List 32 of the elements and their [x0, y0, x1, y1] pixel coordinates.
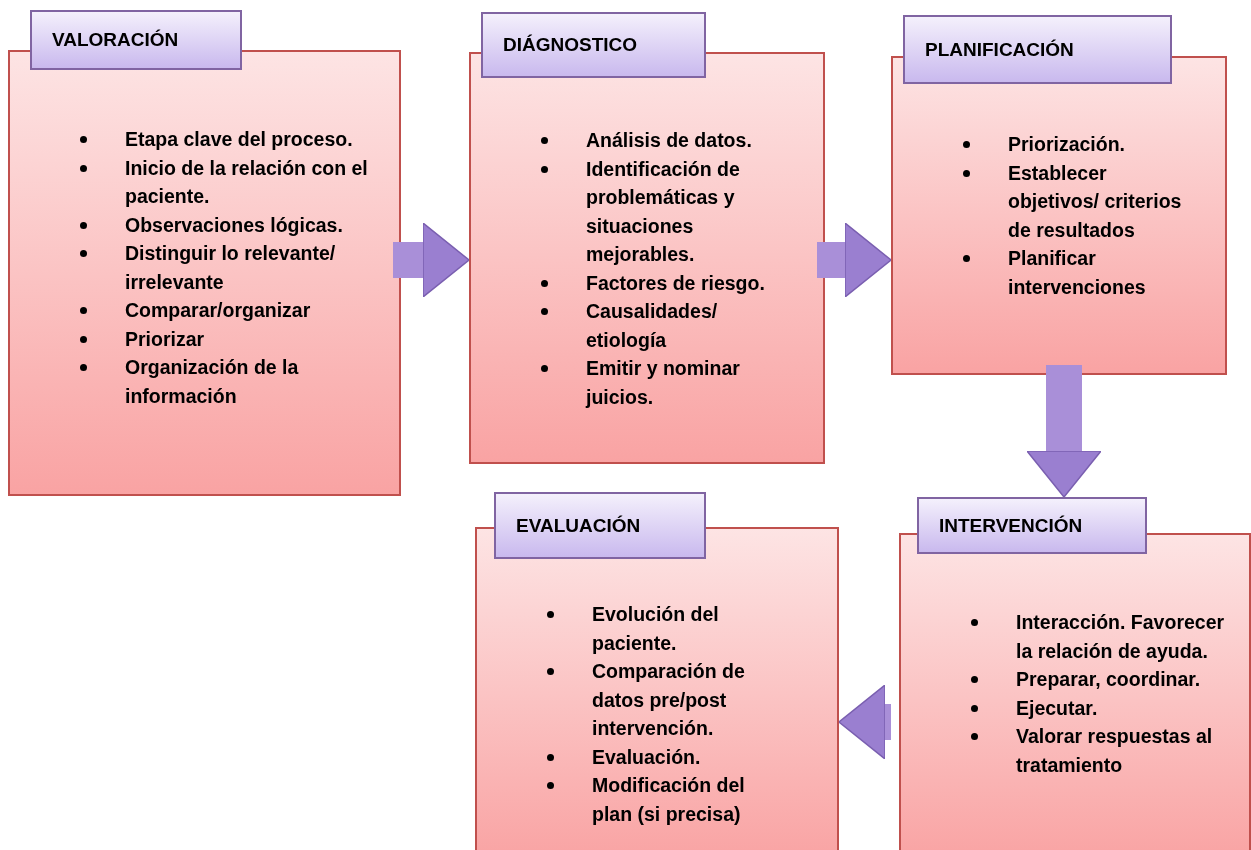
bullet-item: Establecer objetivos/ criterios de resultados: [963, 158, 1188, 244]
bullet-item: Emitir y nominar juicios.: [541, 354, 786, 411]
block-arrow: [1026, 365, 1102, 498]
bullet-item: Planificar intervenciones: [963, 244, 1188, 301]
bullet-item: Factores de riesgo.: [541, 268, 786, 297]
bullet-item: Priorizar: [80, 324, 380, 353]
bullet-item: Interacción. Favorecer la relación de ayuda.: [971, 608, 1238, 665]
bullet-item: Priorización.: [963, 130, 1188, 159]
bullet-item: Etapa clave del proceso.: [80, 125, 380, 154]
bullet-item: Identificación de problemáticas y situaciones mejorables.: [541, 154, 786, 269]
block-arrow: [393, 222, 470, 298]
block-arrow: [817, 222, 892, 298]
bullet-item: Comparación de datos pre/post intervención.: [547, 657, 787, 743]
bullet-item: Preparar, coordinar.: [971, 665, 1238, 694]
bullet-item: Modificación del plan (si precisa): [547, 771, 787, 828]
stage-heading: INTERVENCIÓN: [938, 514, 1083, 537]
bullet-item: Observaciones lógicas.: [80, 210, 380, 239]
bullet-item: Evaluación.: [547, 742, 787, 771]
bullet-item: Distinguir lo relevante/ irrelevante: [80, 239, 380, 296]
bullet-item: Causalidades/ etiología: [541, 297, 786, 354]
stage-heading: VALORACIÓN: [51, 29, 179, 51]
block-arrow: [838, 684, 891, 760]
bullet-item: Análisis de datos.: [541, 126, 786, 155]
stage-heading: EVALUACIÓN: [515, 514, 641, 537]
bullet-item: Comparar/organizar: [80, 296, 380, 325]
bullet-item: Valorar respuestas al tratamiento: [971, 722, 1238, 779]
bullet-item: Inicio de la relación con el paciente.: [80, 153, 380, 211]
bullet-item: Ejecutar.: [971, 693, 1238, 722]
stage-heading: PLANIFICACIÓN: [924, 38, 1074, 61]
bullet-item: Organización de la información: [80, 353, 380, 410]
bullet-item: Evolución del paciente.: [547, 600, 787, 657]
stage-heading: DIÁGNOSTICO: [502, 34, 638, 56]
